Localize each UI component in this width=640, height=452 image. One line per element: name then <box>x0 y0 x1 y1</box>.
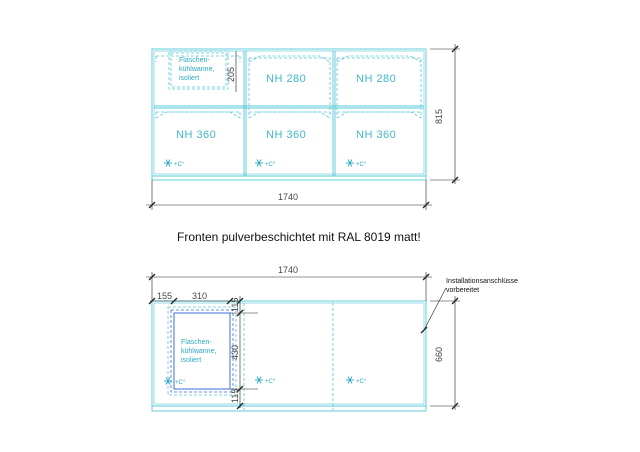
plan-cooling-label: +C° <box>175 380 186 386</box>
bottle-tray-line-3: isoliert <box>179 75 199 82</box>
plan-bottle-tray-line-3: isoliert <box>181 357 201 364</box>
dim-155: 155 <box>157 291 172 301</box>
snowflake-icon <box>254 159 264 167</box>
plan-cooling-label: +C° <box>356 379 367 385</box>
finish-caption: Fronten pulverbeschichtet mit RAL 8019 m… <box>177 230 421 244</box>
dim-depth: 660 <box>434 347 444 362</box>
dim-height: 815 <box>434 109 444 124</box>
installation-note-line-2: vorbereitet <box>446 287 479 294</box>
snowflake-icon <box>254 376 264 384</box>
drawer-label-bottom-right: NH 360 <box>356 129 396 141</box>
dim-115-bottom: 115 <box>230 389 240 403</box>
dim-310: 310 <box>192 291 207 301</box>
installation-note-line-1: Installationsanschlüsse <box>446 278 518 285</box>
snowflake-icon <box>345 159 355 167</box>
drawer-label-top-middle: NH 280 <box>266 73 306 85</box>
plan-view: Flaschen- kühlwanne, isoliert +C° +C° +C… <box>146 265 518 412</box>
bottle-tray-line-2: kühlwanne, <box>179 66 214 73</box>
dim-width-top: 1740 <box>278 192 298 202</box>
dim-115-top: 115 <box>230 298 240 312</box>
bottle-tray-line-1: Flaschen- <box>179 57 210 64</box>
dim-430: 430 <box>230 345 240 360</box>
cooling-label: +C° <box>356 162 367 168</box>
drawer-label-top-right: NH 280 <box>356 73 396 85</box>
drawer-label-bottom-middle: NH 360 <box>266 129 306 141</box>
dim-width-plan: 1740 <box>278 265 298 275</box>
plan-cooling-label: +C° <box>265 379 276 385</box>
front-view: Flaschen- kühlwanne, isoliert 205 NH 280… <box>146 44 460 210</box>
snowflake-icon <box>345 376 355 384</box>
snowflake-icon <box>163 159 173 167</box>
cooling-label: +C° <box>265 162 276 168</box>
drawer-label-bottom-left: NH 360 <box>176 129 216 141</box>
cooling-label: +C° <box>174 162 185 168</box>
plan-bottle-tray-line-1: Flaschen- <box>181 339 212 346</box>
plan-bottle-tray-line-2: kühlwanne, <box>181 348 216 355</box>
dim-205: 205 <box>226 67 236 82</box>
